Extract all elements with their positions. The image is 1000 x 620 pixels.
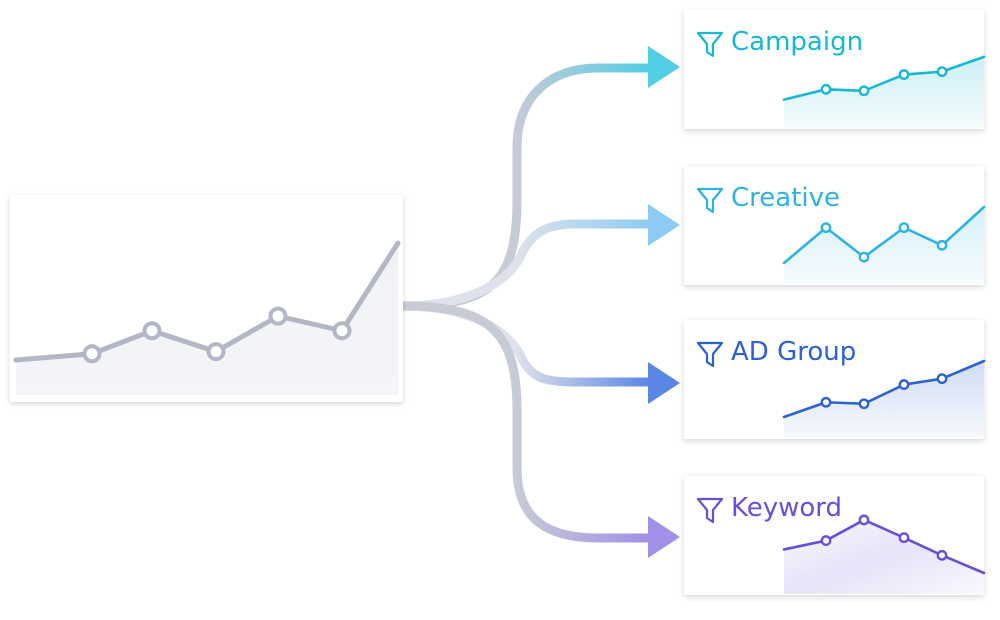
sparkline-point — [936, 239, 948, 251]
card-creative[interactable]: Creative — [684, 166, 986, 285]
source-point — [142, 321, 162, 341]
sparkline-point — [898, 222, 910, 234]
sparkline-line-keyword — [782, 518, 986, 575]
sparkline-area-creative — [784, 207, 984, 284]
source-sparkline — [13, 240, 401, 395]
arrowheads — [648, 46, 680, 558]
sparkline-point — [820, 83, 832, 95]
card-ad-group[interactable]: AD Group — [684, 320, 986, 439]
card-title-campaign: Campaign — [731, 27, 863, 57]
source-point — [82, 344, 102, 364]
connector-ad-group — [397, 301, 655, 387]
connectors — [397, 63, 655, 543]
connector-keyword — [397, 301, 655, 543]
funnel-icon — [696, 31, 724, 58]
arrow-creative-icon — [648, 204, 680, 246]
source-point — [206, 342, 226, 362]
sparkline-point — [898, 532, 910, 544]
funnel-icon — [696, 341, 724, 368]
sparkline-point — [858, 514, 870, 526]
sparkline-point — [936, 66, 948, 78]
sparkline-point — [898, 379, 910, 390]
connector-creative — [397, 219, 655, 311]
arrow-keyword-icon — [648, 516, 680, 558]
arrow-ad-group-icon — [648, 362, 680, 404]
sparkline-area-keyword — [784, 519, 984, 594]
sparkline-line-campaign — [782, 55, 986, 101]
sparkline-point — [858, 251, 870, 263]
funnel-icon — [696, 187, 724, 214]
sparkline-area-campaign — [784, 56, 984, 128]
arrow-campaign-icon — [648, 46, 680, 88]
sparkline-point — [820, 535, 832, 546]
source-point — [268, 306, 288, 326]
source-area — [16, 243, 398, 395]
source-point — [332, 321, 352, 341]
sparkline-point — [898, 69, 910, 80]
funnel-icon — [696, 497, 724, 524]
sparkline-point — [936, 549, 948, 561]
source-chart-card — [10, 195, 403, 402]
sparkline-point — [858, 85, 870, 97]
connector-campaign — [397, 63, 655, 311]
sparkline-point — [820, 222, 832, 234]
sparkline-line-creative — [782, 205, 986, 265]
card-title-keyword: Keyword — [731, 493, 842, 523]
card-title-ad-group: AD Group — [731, 337, 856, 367]
sparkline-point — [936, 373, 948, 385]
card-title-creative: Creative — [731, 183, 840, 213]
sparkline-line-ad-group — [782, 359, 986, 419]
sparkline-point — [820, 396, 832, 408]
card-campaign[interactable]: Campaign — [684, 10, 986, 129]
card-keyword[interactable]: Keyword — [684, 476, 986, 595]
sparkline-point — [858, 398, 870, 410]
